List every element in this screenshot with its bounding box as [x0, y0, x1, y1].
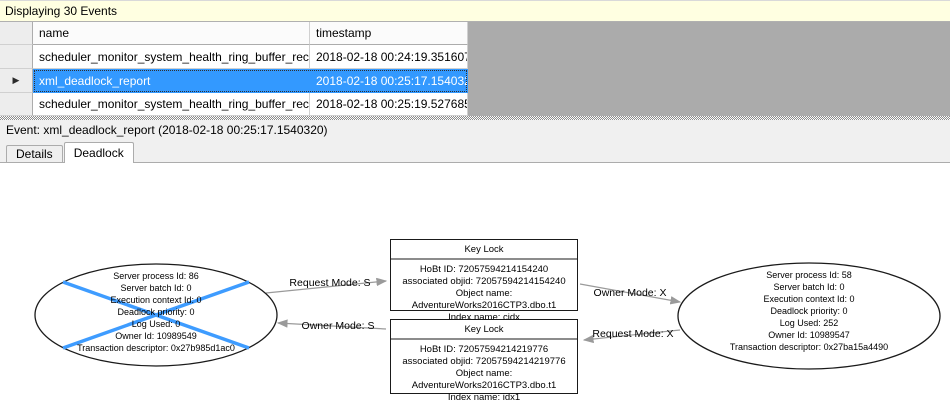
resource-line: HoBt ID: 72057594214154240 — [393, 264, 575, 276]
resource-line: Object name: AdventureWorks2016CTP3.dbo.… — [393, 288, 575, 312]
process-line: Log Used: 252 — [679, 317, 939, 329]
events-count-bar: Displaying 30 Events — [0, 0, 950, 22]
cell-timestamp[interactable]: 2018-02-18 00:25:17.1540320 — [310, 69, 468, 93]
resource-line: associated objid: 72057594214154240 — [393, 276, 575, 288]
column-header-timestamp[interactable]: timestamp — [310, 22, 468, 45]
process-line: Server batch Id: 0 — [36, 282, 276, 294]
table-row[interactable]: scheduler_monitor_system_health_ring_buf… — [0, 93, 468, 116]
events-count-label: Displaying 30 Events — [5, 4, 117, 18]
process-line: Transaction descriptor: 0x27ba15a4490 — [679, 341, 939, 353]
row-gutter[interactable] — [0, 93, 33, 116]
process-line: Log Used: 0 — [36, 318, 276, 330]
process-line: Deadlock priority: 0 — [679, 305, 939, 317]
cell-name[interactable]: scheduler_monitor_system_health_ring_buf… — [33, 93, 310, 116]
process-line: Owner Id: 10989547 — [679, 329, 939, 341]
event-caption-bar: Event: xml_deadlock_report (2018-02-18 0… — [0, 120, 950, 140]
resource-line: Object name: AdventureWorks2016CTP3.dbo.… — [393, 368, 575, 392]
process-line: Deadlock priority: 0 — [36, 306, 276, 318]
process-line: Server batch Id: 0 — [679, 281, 939, 293]
selected-row-arrow-icon: ▶ — [13, 76, 20, 85]
cell-timestamp[interactable]: 2018-02-18 00:25:19.5276859 — [310, 93, 468, 116]
resource-node-keylock-bottom[interactable]: Key Lock HoBt ID: 72057594214219776 asso… — [390, 319, 578, 394]
events-grid: name timestamp scheduler_monitor_system_… — [0, 22, 468, 116]
edge-label-request-mode-s: Request Mode: S — [289, 277, 370, 289]
process-line: Server process Id: 86 — [36, 270, 276, 282]
grid-header-row: name timestamp — [0, 22, 468, 45]
resource-title: Key Lock — [391, 240, 577, 260]
cell-name[interactable]: xml_deadlock_report — [33, 69, 310, 93]
process-node[interactable]: Server process Id: 58 Server batch Id: 0… — [679, 269, 939, 353]
resource-line: Index name: idx1 — [393, 392, 575, 400]
event-caption-label: Event: xml_deadlock_report (2018-02-18 0… — [6, 123, 328, 137]
resource-line: HoBt ID: 72057594214219776 — [393, 344, 575, 356]
edge-label-request-mode-x: Request Mode: X — [592, 328, 673, 340]
process-line: Server process Id: 58 — [679, 269, 939, 281]
edge-label-owner-mode-x: Owner Mode: X — [594, 287, 667, 299]
deadlock-graph-panel: Server process Id: 86 Server batch Id: 0… — [0, 162, 950, 400]
column-header-name[interactable]: name — [33, 22, 310, 45]
process-line: Execution context Id: 0 — [36, 294, 276, 306]
row-gutter[interactable] — [0, 45, 33, 69]
cell-name[interactable]: scheduler_monitor_system_health_ring_buf… — [33, 45, 310, 69]
tab-details[interactable]: Details — [6, 145, 63, 162]
table-row[interactable]: scheduler_monitor_system_health_ring_buf… — [0, 45, 468, 69]
process-line: Owner Id: 10989549 — [36, 330, 276, 342]
process-node-victim[interactable]: Server process Id: 86 Server batch Id: 0… — [36, 270, 276, 354]
cell-timestamp[interactable]: 2018-02-18 00:24:19.3516078 — [310, 45, 468, 69]
resource-node-keylock-top[interactable]: Key Lock HoBt ID: 72057594214154240 asso… — [390, 239, 578, 311]
process-line: Execution context Id: 0 — [679, 293, 939, 305]
tab-deadlock[interactable]: Deadlock — [64, 142, 134, 163]
edge-label-owner-mode-s: Owner Mode: S — [302, 320, 375, 332]
resource-title: Key Lock — [391, 320, 577, 340]
grid-header-gutter — [0, 22, 33, 45]
process-line: Transaction descriptor: 0x27b985d1ac0 — [36, 342, 276, 354]
table-row-selected[interactable]: ▶ xml_deadlock_report 2018-02-18 00:25:1… — [0, 69, 468, 93]
detail-tabstrip: Details Deadlock — [0, 140, 950, 162]
row-gutter[interactable]: ▶ — [0, 69, 33, 93]
resource-line: associated objid: 72057594214219776 — [393, 356, 575, 368]
events-grid-zone: name timestamp scheduler_monitor_system_… — [0, 22, 950, 116]
